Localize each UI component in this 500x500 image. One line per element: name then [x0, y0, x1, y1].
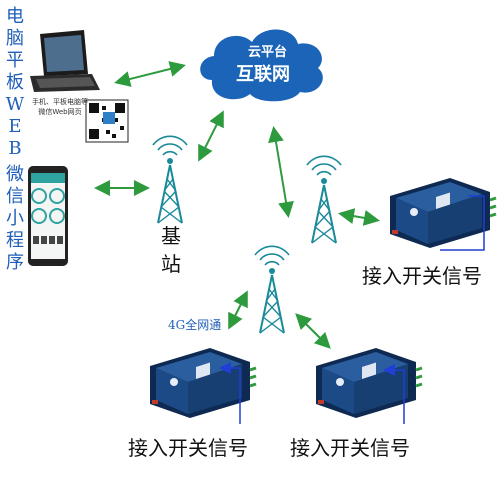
qr-caption-line1: 手机、平板电脑等 — [32, 98, 88, 106]
signal-wire — [440, 195, 485, 251]
tower-icon — [254, 245, 290, 334]
signal-wire — [219, 362, 241, 424]
cloud-subtitle: 互联网 — [236, 64, 290, 85]
network-label: 4G全网通 — [168, 318, 222, 332]
laptop-icon — [30, 30, 100, 92]
device-label: 接入开关信号 — [128, 436, 248, 460]
arrow-tower-device — [338, 208, 380, 226]
device-icon — [388, 176, 498, 250]
base-station-label: 基站 — [161, 224, 181, 276]
qr-caption-line2: 微信Web网页 — [38, 108, 82, 116]
mini-program-label: 微信小程序 — [6, 164, 24, 273]
web-label: 电脑平板WEB — [5, 6, 25, 159]
device-icon — [314, 346, 424, 420]
qr-code-icon — [85, 99, 129, 143]
device-label: 接入开关信号 — [362, 264, 482, 288]
arrow-laptop-cloud — [114, 61, 186, 87]
cloud-icon — [200, 29, 323, 102]
arrow-tower-cloud — [198, 110, 224, 162]
arrow-cloud-tower — [268, 126, 294, 218]
arrow-tower-device — [295, 313, 331, 349]
tower-icon — [306, 155, 342, 244]
tower-icon — [152, 135, 188, 224]
arrow-tower-device — [228, 290, 248, 330]
signal-wire — [383, 364, 405, 424]
phone-icon — [28, 166, 68, 266]
device-label: 接入开关信号 — [290, 436, 410, 460]
cloud-title: 云平台 — [248, 44, 287, 60]
